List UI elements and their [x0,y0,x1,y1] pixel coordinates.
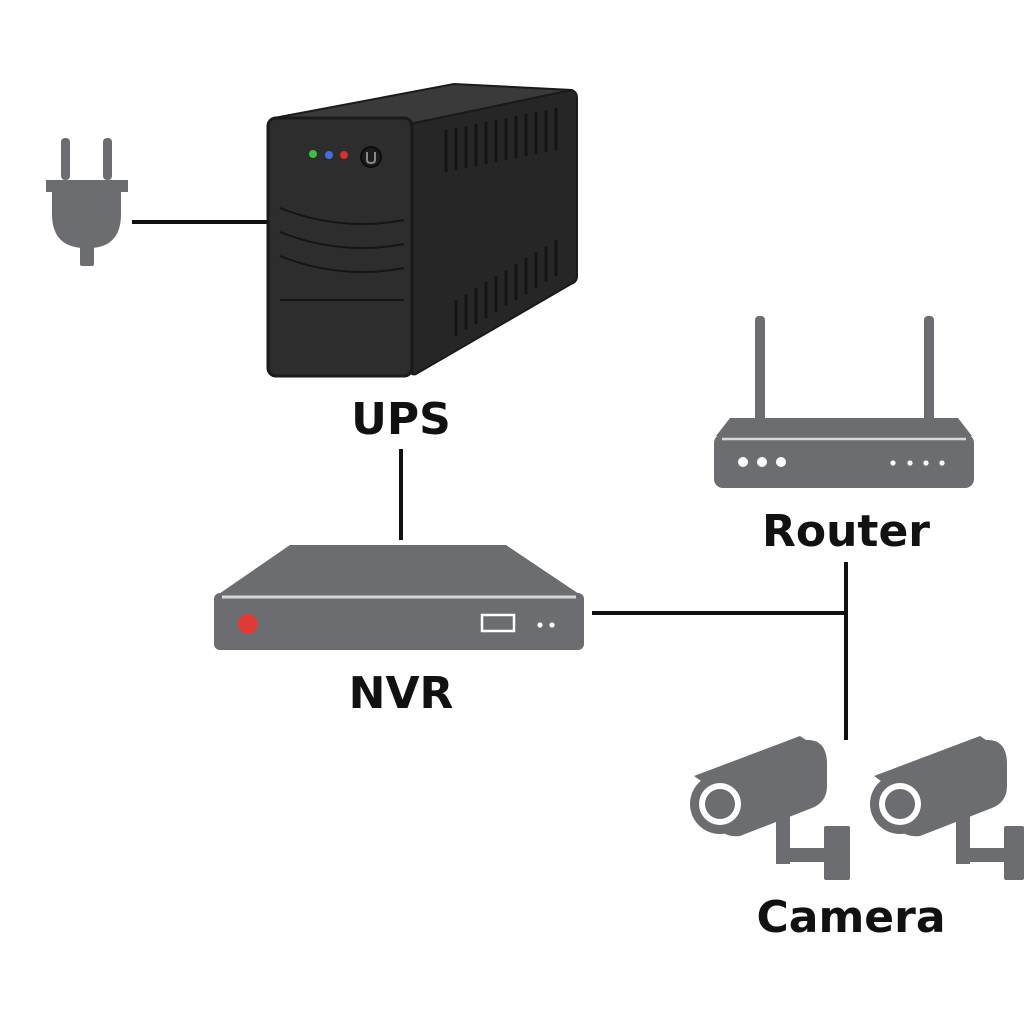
nvr-port-icon [480,613,516,633]
camera-2-icon [870,736,1024,880]
ups-led-green [309,150,317,158]
ups-power-button-icon [360,146,382,168]
power-plug-icon [46,138,128,266]
connection-lines [132,220,848,740]
nvr-icon [214,545,584,650]
nvr-record-indicator [238,614,258,634]
ups-led-red [340,151,348,159]
ups-led-blue [325,151,333,159]
router-icon [714,316,974,488]
camera-1-icon [690,736,850,880]
camera-label: Camera [756,892,946,943]
router-label: Router [761,506,931,557]
ups-icon [266,82,578,378]
router-antenna-left [755,316,765,422]
router-antenna-right [924,316,934,422]
ups-label: UPS [351,394,451,445]
nvr-label: NVR [348,668,454,719]
